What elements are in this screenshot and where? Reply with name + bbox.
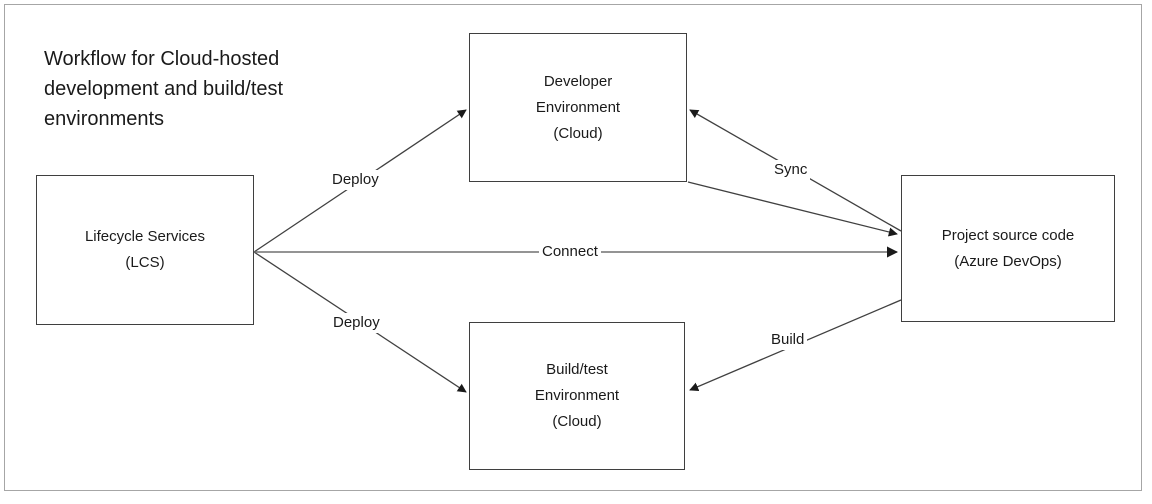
edge-label-deploy-bottom: Deploy xyxy=(330,313,383,333)
node-developer-environment[interactable]: Developer Environment (Cloud) xyxy=(469,33,687,182)
node-lifecycle-services[interactable]: Lifecycle Services (LCS) xyxy=(36,175,254,325)
diagram-title: Workflow for Cloud-hosted development an… xyxy=(44,48,284,130)
edge-label-sync: Sync xyxy=(771,160,811,180)
edge-label-build: Build xyxy=(768,330,808,350)
diagram-frame xyxy=(4,4,1142,491)
edge-label-connect: Connect xyxy=(539,242,601,262)
node-project-source-code[interactable]: Project source code (Azure DevOps) xyxy=(901,175,1115,322)
edge-dev-to-repo xyxy=(687,181,898,237)
edge-label-deploy-top: Deploy xyxy=(329,170,382,190)
node-build-test-environment[interactable]: Build/test Environment (Cloud) xyxy=(469,322,685,470)
